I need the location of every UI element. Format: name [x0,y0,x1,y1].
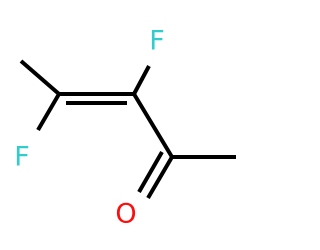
bond-c-f-upper [132,65,151,95]
molecule-structure: F F O [14,26,236,230]
atom-fluorine-upper: F [149,26,165,57]
bond-double-co-outer [146,155,174,200]
atom-oxygen: O [115,199,136,230]
bond-c-carbonyl [132,92,174,159]
bond-methyl-left [19,59,61,96]
atom-fluorine-lower: F [14,142,30,173]
bond-c-f-lower [36,92,61,132]
bond-double-co-inner [137,151,164,193]
